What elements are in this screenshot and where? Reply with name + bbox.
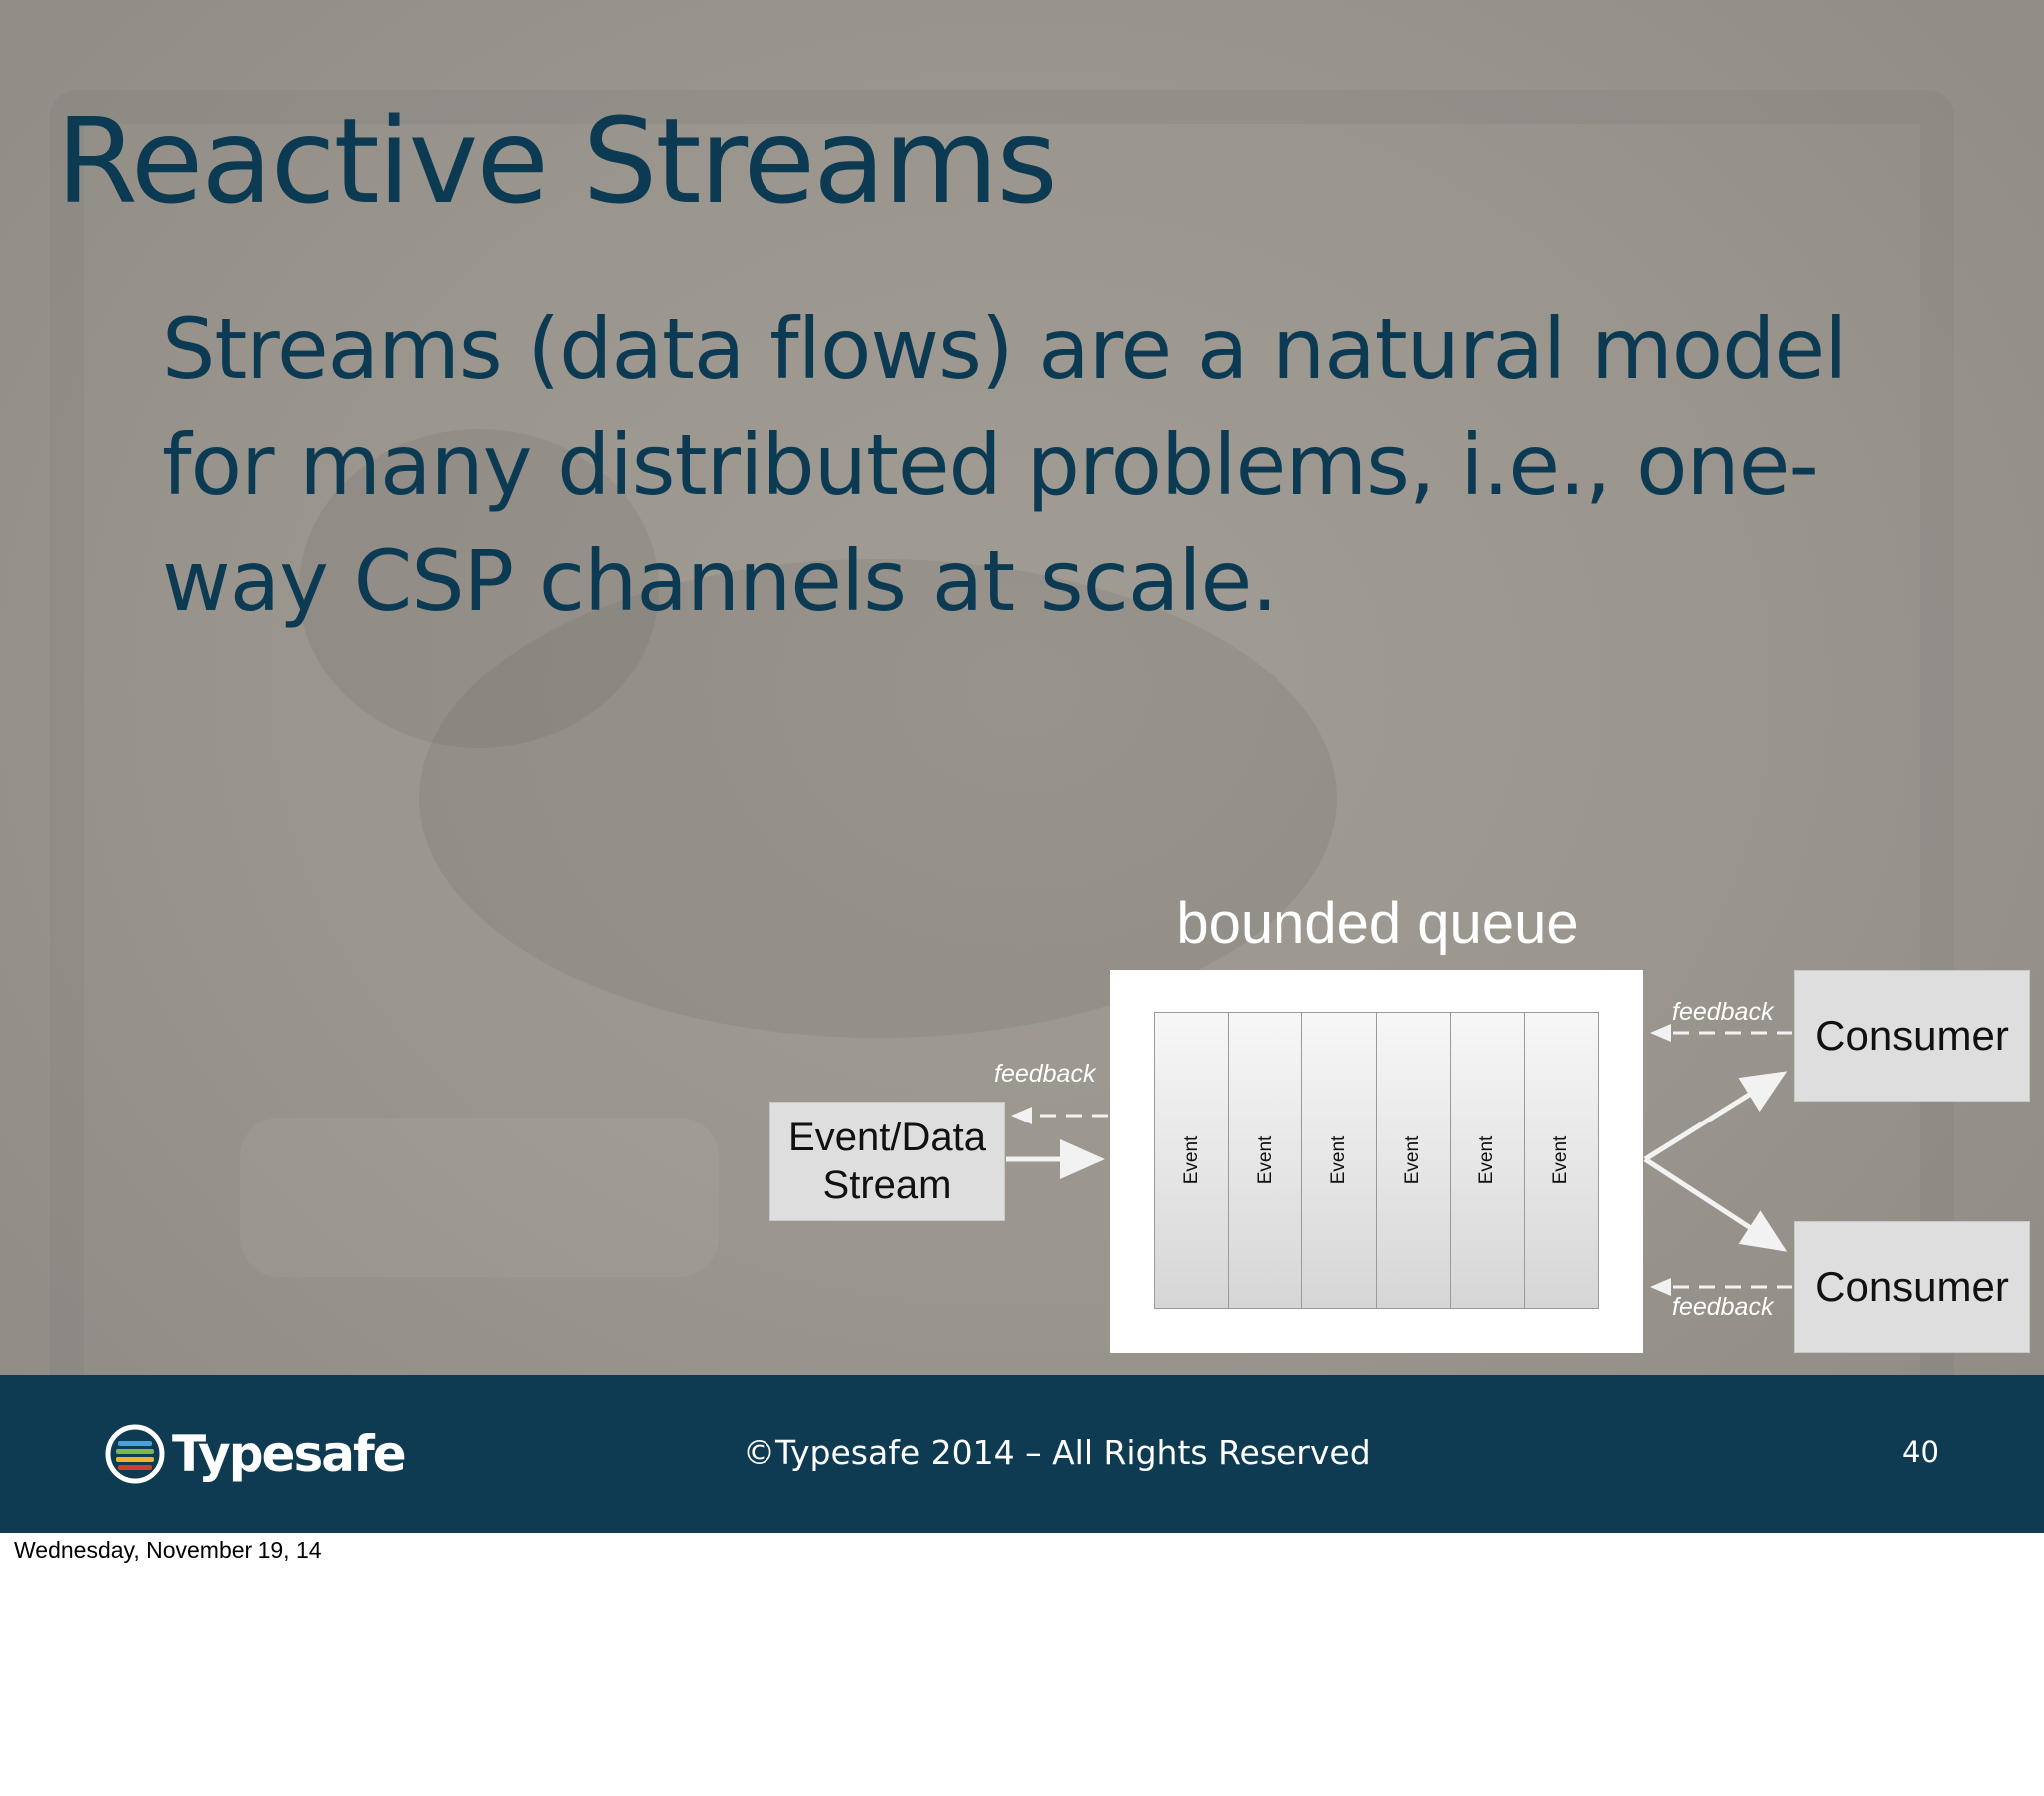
event-label: Event [1254, 1135, 1276, 1185]
date-caption: Wednesday, November 19, 14 [14, 1537, 322, 1563]
event-label: Event [1550, 1135, 1572, 1185]
producer-feedback-label: feedback [994, 1060, 1096, 1088]
slide-body-text: Streams (data flows) are a natural model… [162, 300, 1848, 630]
consumer-box-2: Consumer [1794, 1221, 2030, 1353]
event-label: Event [1402, 1135, 1424, 1185]
queue-slots: Event Event Event Event Event Event [1154, 1012, 1599, 1309]
background-panel-decoration [240, 1118, 719, 1277]
queue-to-consumer-2-arrow [1643, 1156, 1788, 1252]
background-figure-decoration [299, 429, 659, 748]
event-label: Event [1180, 1135, 1202, 1185]
event-label: Event [1327, 1135, 1349, 1185]
consumer-2-feedback-label: feedback [1672, 1293, 1774, 1321]
typesafe-logo: Typesafe [104, 1423, 407, 1485]
queue-event-cell: Event [1450, 1013, 1525, 1308]
typesafe-logo-icon [105, 1424, 165, 1484]
queue-to-consumer-1-arrow [1643, 1071, 1788, 1162]
bounded-queue-label: bounded queue [1176, 891, 1579, 956]
bounded-queue: Event Event Event Event Event Event [1110, 970, 1643, 1353]
slide: Reactive Streams Streams (data flows) ar… [0, 0, 2044, 1533]
diagram-arrows [1006, 1024, 1792, 1296]
event-data-stream-box: Event/Data Stream [769, 1102, 1005, 1221]
typesafe-logo-text: Typesafe [172, 1425, 407, 1483]
background-figure-decoration [419, 559, 1337, 1038]
queue-event-cell: Event [1229, 1013, 1303, 1308]
consumer-1-feedback-label: feedback [1672, 998, 1774, 1026]
slide-title: Reactive Streams [56, 92, 1058, 229]
slide-footer: Typesafe ©Typesafe 2014 – All Rights Res… [0, 1375, 2044, 1533]
consumer-box-1: Consumer [1794, 970, 2030, 1102]
copyright-text: ©Typesafe 2014 – All Rights Reserved [743, 1433, 1371, 1472]
page-number: 40 [1902, 1435, 1939, 1469]
queue-event-cell: Event [1302, 1013, 1377, 1308]
event-label: Event [1476, 1135, 1498, 1185]
queue-event-cell: Event [1524, 1013, 1599, 1308]
queue-event-cell: Event [1376, 1013, 1451, 1308]
queue-event-cell: Event [1155, 1013, 1230, 1308]
